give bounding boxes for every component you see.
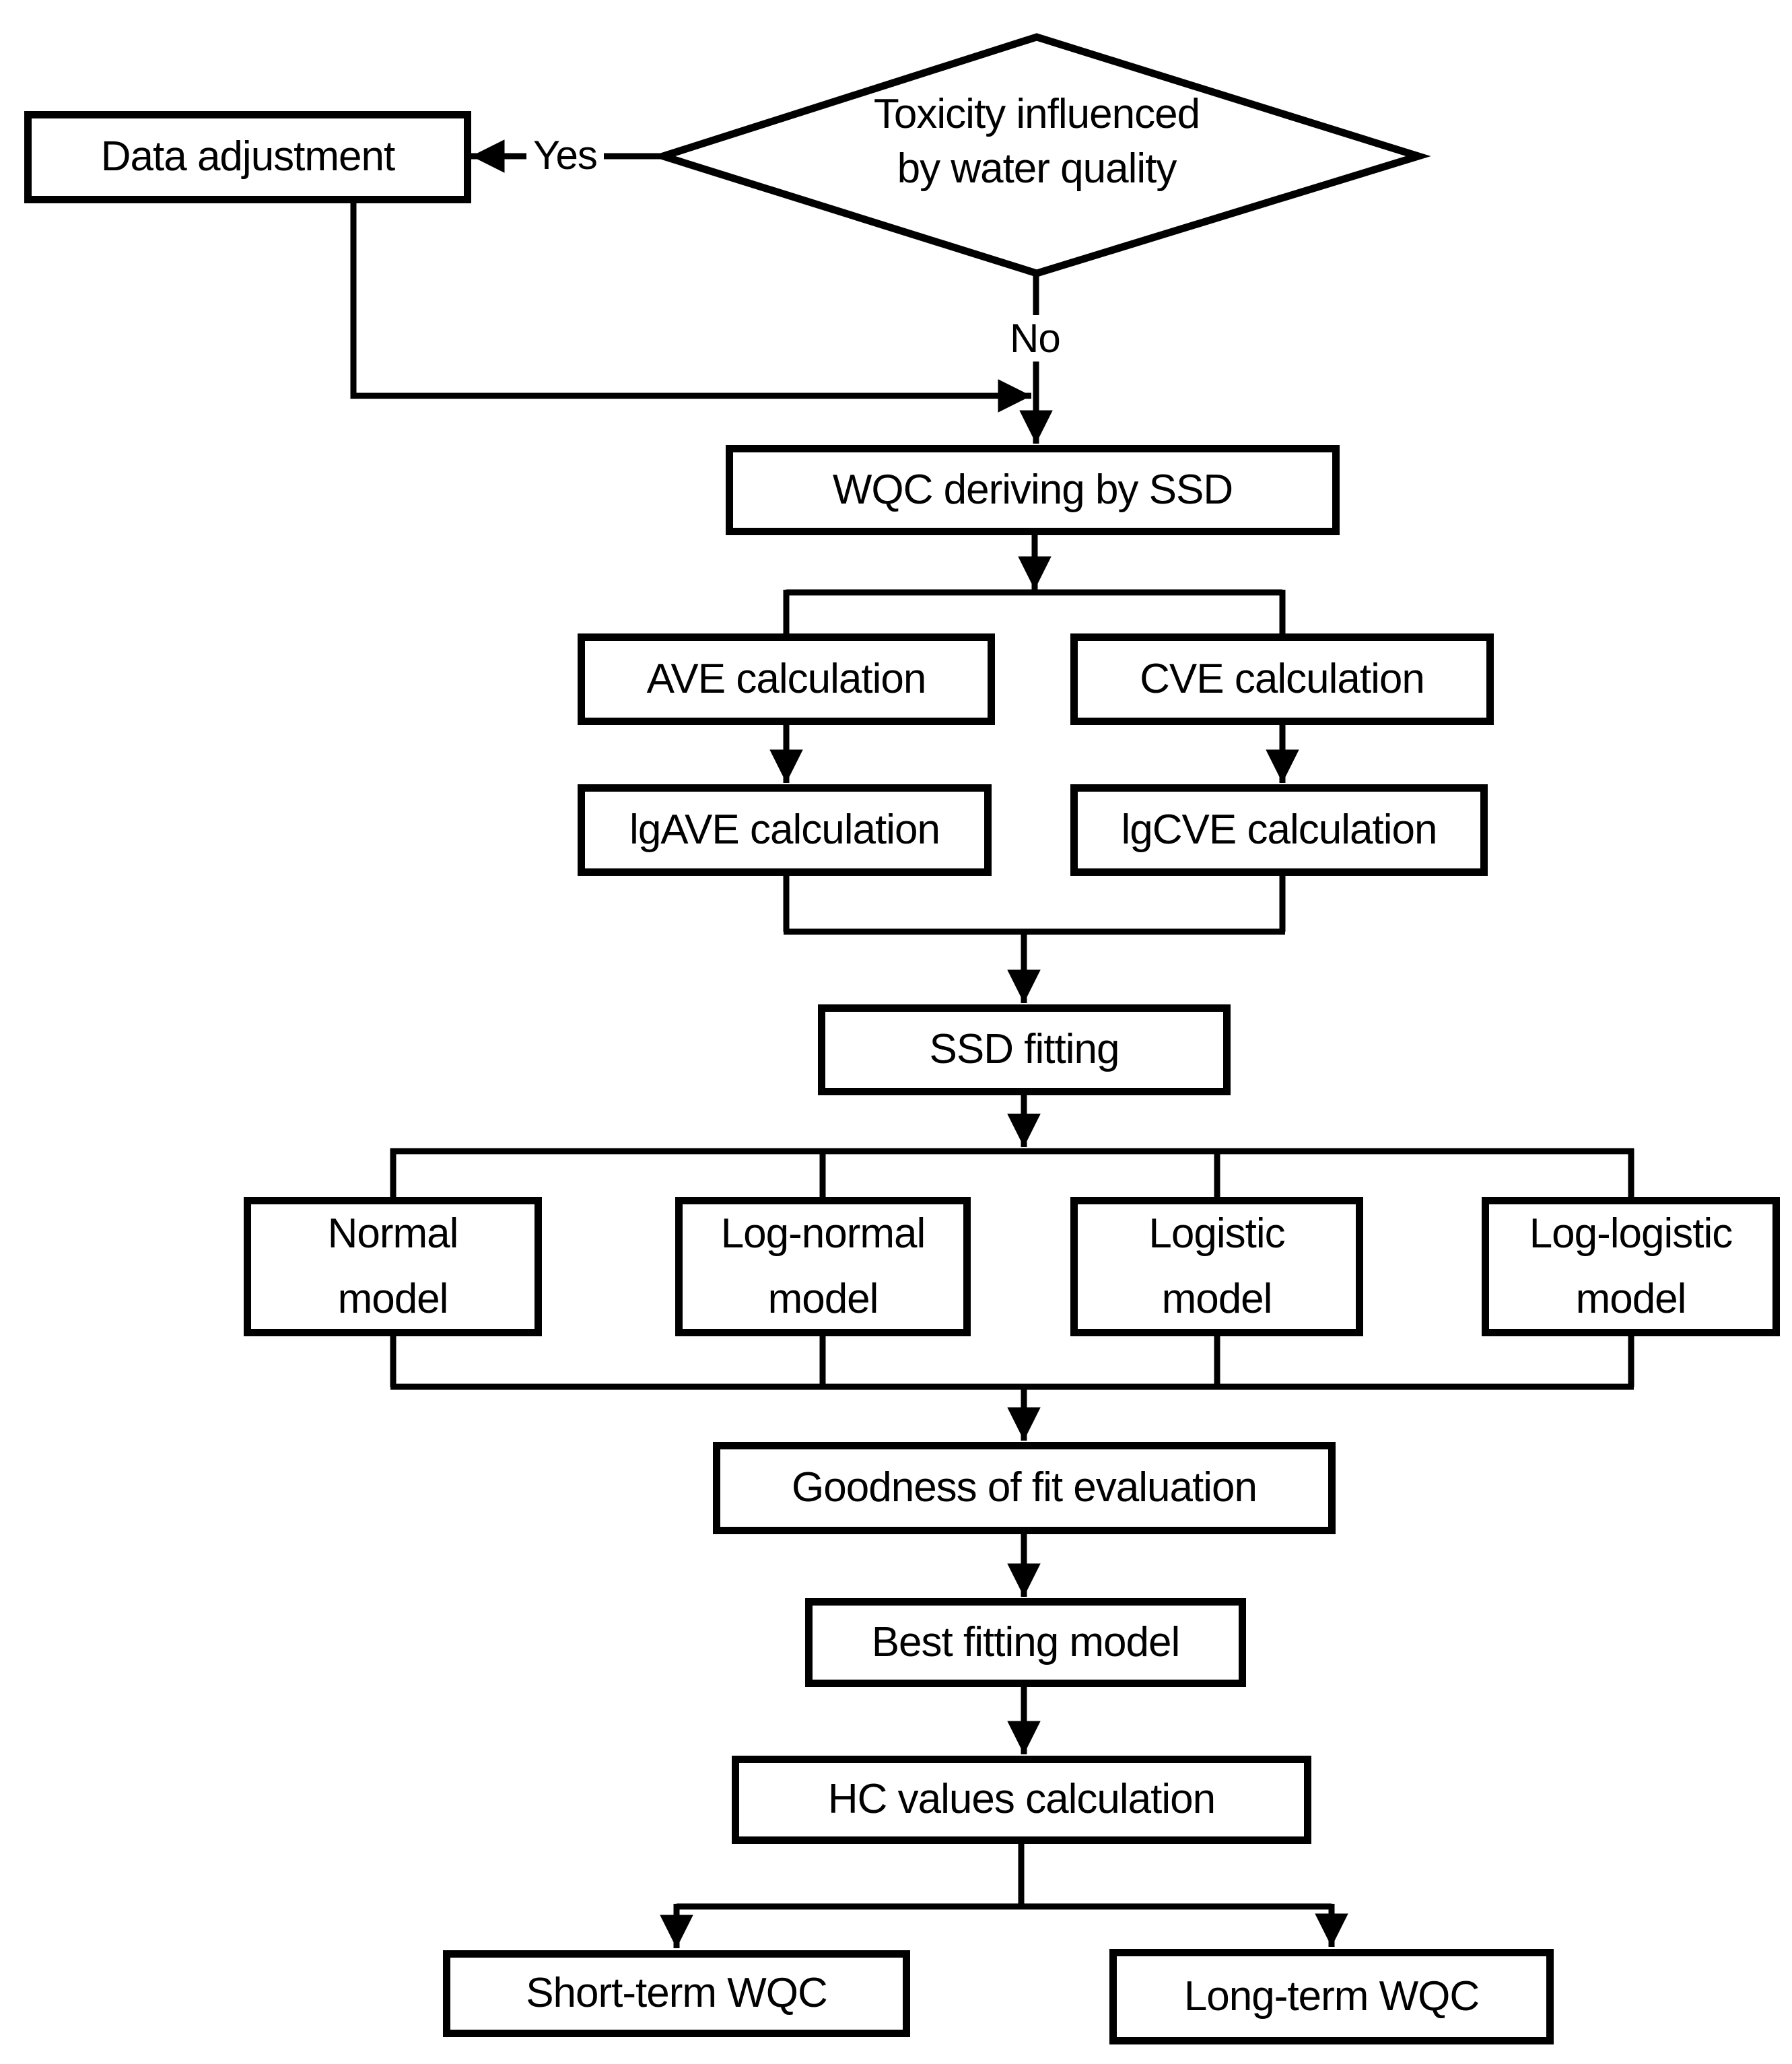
- node-best-fitting-model: Best fitting model: [805, 1598, 1246, 1687]
- node-log-logistic-model-line2: model: [1575, 1275, 1687, 1322]
- node-cve-calculation-label: CVE calculation: [1140, 655, 1425, 702]
- node-lgcve-calculation: lgCVE calculation: [1070, 784, 1488, 876]
- node-short-term-wqc-label: Short-term WQC: [526, 1970, 828, 2017]
- node-long-term-wqc-label: Long-term WQC: [1183, 1972, 1480, 2020]
- edge-data-adjustment-to-junction: [350, 203, 1031, 413]
- decision-line1: Toxicity influenced: [873, 91, 1200, 137]
- decision-line2: by water quality: [897, 145, 1177, 192]
- edge-label-no: No: [1003, 315, 1067, 362]
- node-log-normal-model-line2: model: [767, 1275, 879, 1322]
- node-short-term-wqc: Short-term WQC: [443, 1950, 910, 2037]
- node-wqc-deriving-label: WQC deriving by SSD: [832, 466, 1233, 513]
- node-normal-model-line2: model: [337, 1275, 449, 1322]
- node-log-normal-model: Log-normal model: [675, 1197, 971, 1336]
- node-logistic-model: Logistic model: [1070, 1197, 1363, 1336]
- node-long-term-wqc: Long-term WQC: [1109, 1949, 1554, 2044]
- node-data-adjustment-label: Data adjustment: [100, 133, 395, 180]
- node-log-logistic-model-line1: Log-logistic: [1529, 1210, 1733, 1258]
- node-log-logistic-model: Log-logistic model: [1482, 1197, 1780, 1336]
- node-goodness-of-fit: Goodness of fit evaluation: [713, 1442, 1336, 1534]
- edge-label-yes: Yes: [526, 132, 604, 178]
- node-normal-model: Normal model: [244, 1197, 542, 1336]
- node-ssd-fitting-label: SSD fitting: [929, 1026, 1120, 1073]
- node-hc-values-calculation: HC values calculation: [732, 1756, 1311, 1844]
- node-goodness-of-fit-label: Goodness of fit evaluation: [792, 1464, 1257, 1511]
- node-log-normal-model-line1: Log-normal: [720, 1210, 926, 1258]
- node-ssd-fitting: SSD fitting: [818, 1004, 1231, 1095]
- node-ave-calculation-label: AVE calculation: [646, 655, 927, 702]
- node-best-fitting-model-label: Best fitting model: [871, 1618, 1181, 1665]
- node-lgave-calculation-label: lgAVE calculation: [629, 806, 940, 853]
- node-data-adjustment: Data adjustment: [24, 111, 471, 203]
- node-normal-model-line1: Normal: [327, 1210, 459, 1258]
- node-wqc-deriving: WQC deriving by SSD: [726, 445, 1340, 535]
- node-ave-calculation: AVE calculation: [578, 633, 995, 725]
- node-logistic-model-line2: model: [1161, 1275, 1273, 1322]
- node-logistic-model-line1: Logistic: [1148, 1210, 1285, 1258]
- node-decision-label: Toxicity influenced by water quality: [767, 88, 1306, 196]
- node-hc-values-calculation-label: HC values calculation: [827, 1776, 1216, 1823]
- node-cve-calculation: CVE calculation: [1070, 633, 1494, 725]
- node-lgcve-calculation-label: lgCVE calculation: [1121, 806, 1438, 853]
- node-lgave-calculation: lgAVE calculation: [578, 784, 992, 876]
